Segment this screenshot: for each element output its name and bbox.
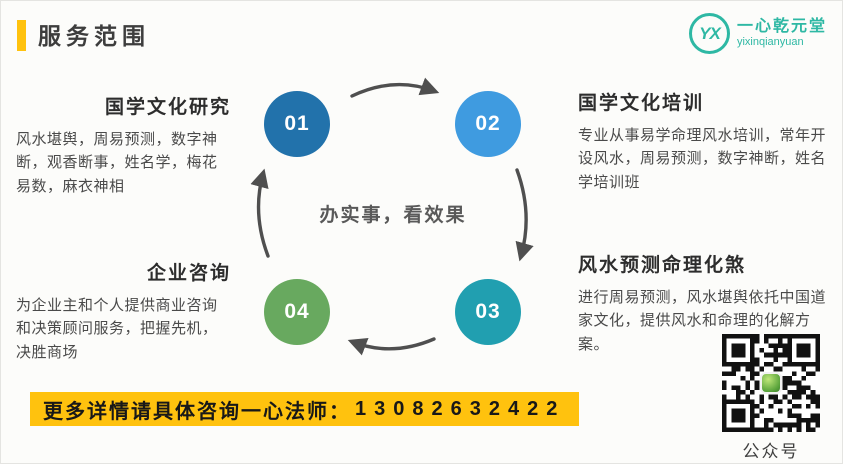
arrow-step3-to-step4 — [347, 337, 436, 356]
brand-romanized: yixinqianyuan — [736, 36, 804, 49]
brand-logo-icon: YX — [688, 13, 730, 54]
arrow-step2-to-step3 — [515, 168, 534, 262]
step-number: 04 — [284, 300, 310, 323]
section-body: 专业从事易学命理风水培训，常年开设风水，周易预测，数字神断，姓名学培训班 — [578, 127, 827, 191]
section-body: 为企业主和个人提供商业咨询和决策顾问服务，把握先机，决胜商场 — [16, 297, 218, 361]
brand-logo: YX 一心乾元堂 yixinqianyuan — [688, 13, 827, 54]
step-circle-04: 04 — [264, 279, 330, 345]
qr-center-logo-icon — [760, 372, 782, 394]
section-guoxue-research: 国学文化研究 风水堪舆，周易预测，数字神断，观香断事，姓名学，梅花易数，麻衣神相 — [16, 92, 231, 198]
qr-label: 公众号 — [742, 442, 800, 461]
section-title: 国学文化培训 — [578, 93, 705, 114]
section-guoxue-training: 国学文化培训 专业从事易学命理风水培训，常年开设风水，周易预测，数字神断，姓名学… — [578, 88, 830, 194]
section-body: 进行周易预测，风水堪舆依托中国道家文化，提供风水和命理的化解方案。 — [578, 289, 827, 353]
cycle-caption: 办实事，看效果 — [319, 205, 467, 226]
section-body: 风水堪舆，周易预测，数字神断，观香断事，姓名学，梅花易数，麻衣神相 — [16, 131, 218, 195]
arrow-step1-to-step2 — [350, 77, 440, 98]
step-number: 03 — [475, 300, 501, 323]
brand-monogram: YX — [699, 23, 721, 43]
section-fengshui-huasha: 风水预测命理化煞 进行周易预测，风水堪舆依托中国道家文化，提供风水和命理的化解方… — [578, 250, 840, 356]
section-title: 国学文化研究 — [104, 97, 231, 118]
section-title: 企业咨询 — [146, 263, 231, 284]
qr-code-pattern — [722, 334, 820, 432]
arrow-step4-to-step1 — [250, 168, 270, 258]
step-circle-02: 02 — [455, 91, 521, 157]
title-accent-bar — [17, 20, 26, 51]
contact-phone-number: 13082632422 — [355, 397, 566, 420]
qr-section: 公众号 — [722, 334, 820, 462]
brand-name: 一心乾元堂 — [736, 17, 827, 35]
brand-text: 一心乾元堂 yixinqianyuan — [737, 18, 827, 49]
contact-banner: 更多详情请具体咨询一心法师： 13082632422 — [30, 392, 579, 426]
step-circle-03: 03 — [455, 279, 521, 345]
qr-code — [722, 334, 820, 432]
step-number: 02 — [475, 112, 501, 135]
section-business-consulting: 企业咨询 为企业主和个人提供商业咨询和决策顾问服务，把握先机，决胜商场 — [16, 258, 231, 364]
contact-banner-text: 更多详情请具体咨询一心法师： — [43, 400, 351, 423]
step-circle-01: 01 — [264, 91, 330, 157]
step-number: 01 — [284, 112, 310, 135]
page-title: 服务范围 — [38, 23, 150, 49]
section-title: 风水预测命理化煞 — [578, 255, 747, 276]
